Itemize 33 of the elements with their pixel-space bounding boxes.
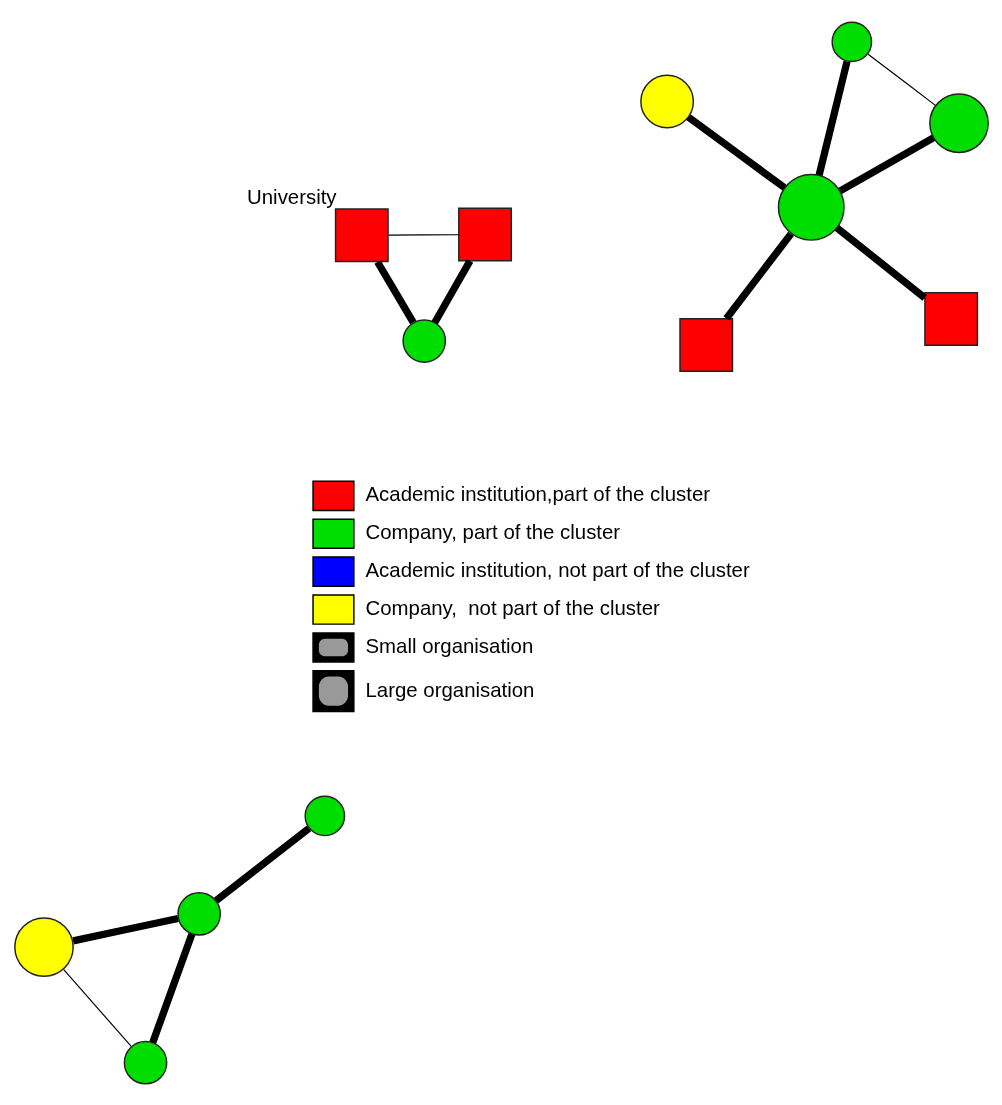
- node-circle: [123, 1040, 167, 1085]
- connector: [837, 134, 935, 194]
- legend-label: Small organisation: [365, 634, 533, 657]
- connector: [387, 233, 459, 236]
- connector: [62, 968, 132, 1047]
- node-circle: [639, 74, 694, 128]
- node-box: [923, 291, 978, 346]
- connector: [213, 824, 311, 904]
- node-circle: [830, 20, 872, 62]
- node-circle: [176, 891, 221, 936]
- connector: [71, 914, 179, 944]
- legend-label: Company, not part of the cluster: [365, 596, 660, 619]
- node-box: [457, 207, 512, 261]
- node-circle: [401, 318, 446, 363]
- connector: [834, 224, 927, 301]
- connector: [685, 113, 787, 191]
- connector: [373, 259, 416, 324]
- node-box: [334, 207, 389, 262]
- legend-label: Large organisation: [365, 678, 534, 701]
- node-circle: [303, 795, 345, 836]
- node-circle: [777, 173, 845, 241]
- node-circle: [13, 916, 74, 977]
- legend-label: Company, part of the cluster: [365, 520, 620, 543]
- node-box: [678, 317, 733, 372]
- connector: [815, 60, 851, 176]
- legend-label: Academic institution, not part of the cluster: [365, 558, 750, 581]
- connector: [431, 258, 473, 324]
- connector: [723, 231, 794, 321]
- connector: [148, 932, 195, 1044]
- node-label: University: [246, 185, 337, 208]
- node-circle: [928, 92, 989, 153]
- legend-label: Academic institution,part of the cluster: [365, 482, 710, 505]
- connector: [867, 53, 936, 106]
